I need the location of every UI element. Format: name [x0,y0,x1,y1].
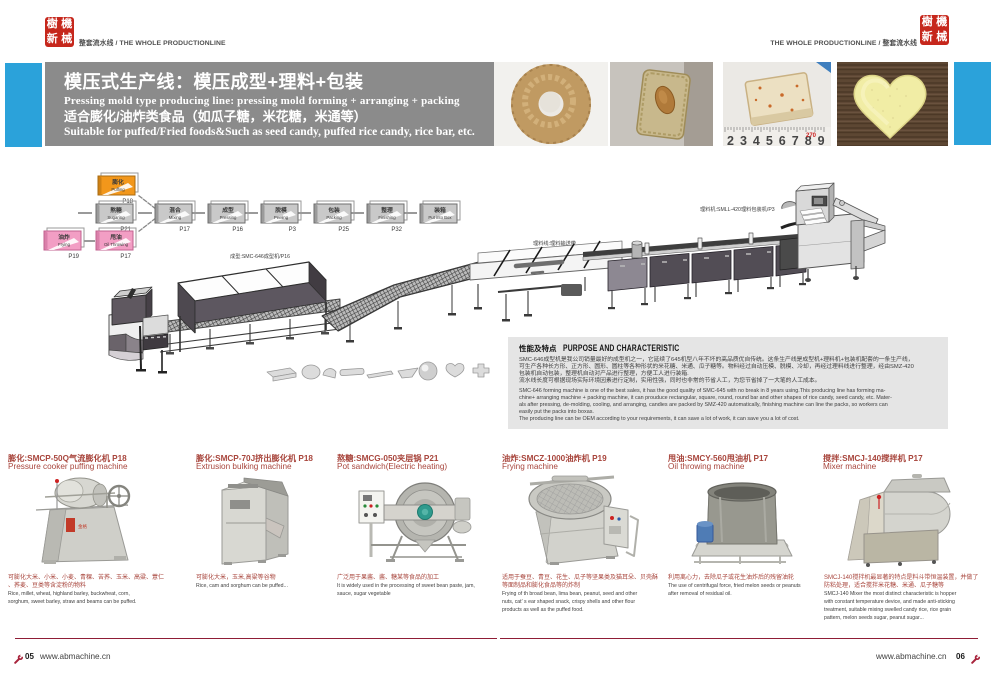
svg-text:P19: P19 [68,254,79,260]
svg-text:Finishing: Finishing [378,215,396,220]
svg-text:熬糖: 熬糖 [110,206,122,214]
svg-text:整理: 整理 [380,206,393,214]
svg-text:包装: 包装 [328,206,340,214]
svg-text:Put into Box: Put into Box [428,215,452,220]
svg-text:膨化: 膨化 [111,178,124,186]
svg-text:23456789: 23456789 [727,134,831,148]
svg-text:Frying: Frying [58,242,71,247]
svg-text:Sugaring: Sugaring [107,215,125,220]
svg-text:成型: 成型 [222,206,234,214]
svg-text:Pressing: Pressing [220,215,237,220]
svg-text:P21: P21 [120,227,131,233]
svg-text:Peeling: Peeling [274,215,289,220]
svg-text:Oil Throwing: Oil Throwing [104,242,129,247]
svg-text:P18: P18 [122,199,133,205]
svg-text:P17: P17 [179,227,190,233]
svg-text:理料线:理料输送带: 理料线:理料输送带 [533,239,576,247]
svg-text:P16: P16 [232,227,243,233]
svg-text:甩油: 甩油 [110,233,122,241]
svg-text:P25: P25 [338,227,349,233]
svg-text:装箱: 装箱 [433,206,446,214]
svg-text:Mixing: Mixing [169,215,182,220]
svg-text:Puffing: Puffing [111,187,125,192]
svg-text:P32: P32 [391,227,402,233]
svg-text:理料机:SMLL-420理料包装机/P3: 理料机:SMLL-420理料包装机/P3 [700,205,775,213]
svg-text:P17: P17 [120,254,131,260]
svg-text:脱模: 脱模 [275,206,287,214]
svg-text:混合: 混合 [169,206,181,214]
svg-text:270: 270 [806,133,817,139]
svg-text:成型:SMC-646成型机/P16: 成型:SMC-646成型机/P16 [230,252,290,260]
svg-text:Packing: Packing [326,215,342,220]
svg-text:P3: P3 [289,227,297,233]
svg-text:金格: 金格 [78,523,87,530]
svg-text:油炸: 油炸 [58,233,70,241]
